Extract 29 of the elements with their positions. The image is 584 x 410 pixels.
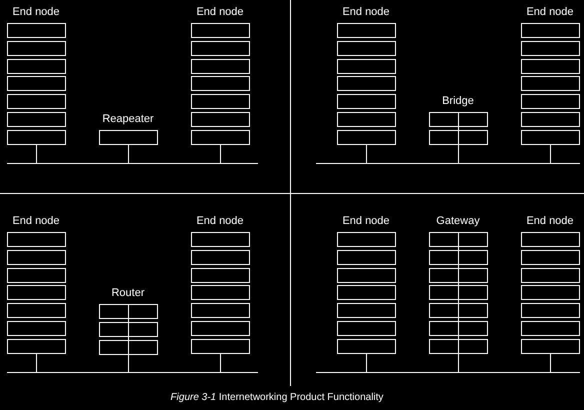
node-label: End node <box>341 214 391 228</box>
connector-line <box>458 354 459 372</box>
node-label: End node <box>341 5 391 19</box>
connector-line <box>220 354 221 372</box>
connector-line <box>36 354 37 372</box>
connector-line <box>128 354 129 372</box>
node-label: Gateway <box>435 214 481 228</box>
figure-caption: Figure 3-1 Internetworking Product Functionality <box>170 392 384 403</box>
network-bus-line <box>7 372 258 373</box>
network-bus-line <box>316 372 580 373</box>
connector-line <box>220 144 221 164</box>
node-label: End node <box>525 5 575 19</box>
node-label: Router <box>110 286 146 300</box>
connector-line <box>128 144 129 164</box>
connector-line <box>366 354 367 372</box>
node-label: Reapeater <box>101 112 155 126</box>
node-label: End node <box>195 214 245 228</box>
node-label: End node <box>11 5 61 19</box>
node-label: End node <box>11 214 61 228</box>
connector-line <box>550 354 551 372</box>
network-bus-line <box>7 163 258 164</box>
connector-line <box>366 144 367 164</box>
connector-line <box>458 144 459 164</box>
network-bus-line <box>316 163 580 164</box>
connector-line <box>36 144 37 164</box>
node-label: End node <box>525 214 575 228</box>
node-label: Bridge <box>441 94 475 108</box>
connector-line <box>550 144 551 164</box>
node-label: End node <box>195 5 245 19</box>
